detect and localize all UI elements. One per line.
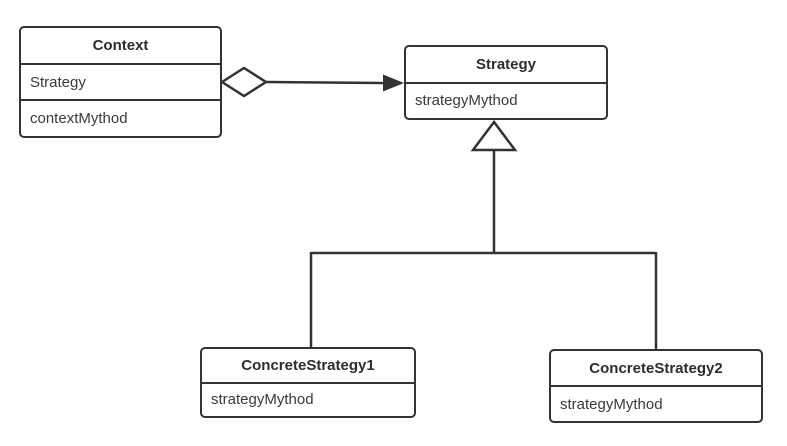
aggregation-diamond-icon bbox=[219, 66, 269, 98]
class-box-concrete-strategy1[interactable]: ConcreteStrategy1 strategyMythod bbox=[200, 347, 416, 418]
class-box-context[interactable]: Context Strategy contextMythod bbox=[19, 26, 222, 138]
class-title: ConcreteStrategy2 bbox=[589, 359, 723, 377]
class-box-concrete-strategy2[interactable]: ConcreteStrategy2 strategyMythod bbox=[549, 349, 763, 423]
class-method: contextMythod bbox=[21, 99, 220, 136]
class-method: strategyMythod bbox=[551, 385, 761, 421]
class-method: strategyMythod bbox=[202, 381, 414, 417]
class-method: strategyMythod bbox=[406, 81, 606, 119]
generalization-connector bbox=[309, 119, 658, 349]
arrowhead-icon bbox=[383, 74, 404, 92]
inheritance-triangle-icon bbox=[470, 119, 518, 152]
class-attribute: Strategy bbox=[21, 62, 220, 100]
aggregation-connector bbox=[219, 66, 404, 98]
class-title: ConcreteStrategy1 bbox=[241, 356, 375, 374]
class-title: Strategy bbox=[475, 55, 537, 73]
class-box-strategy[interactable]: Strategy strategyMythod bbox=[404, 45, 608, 120]
class-title: Context bbox=[92, 36, 149, 54]
